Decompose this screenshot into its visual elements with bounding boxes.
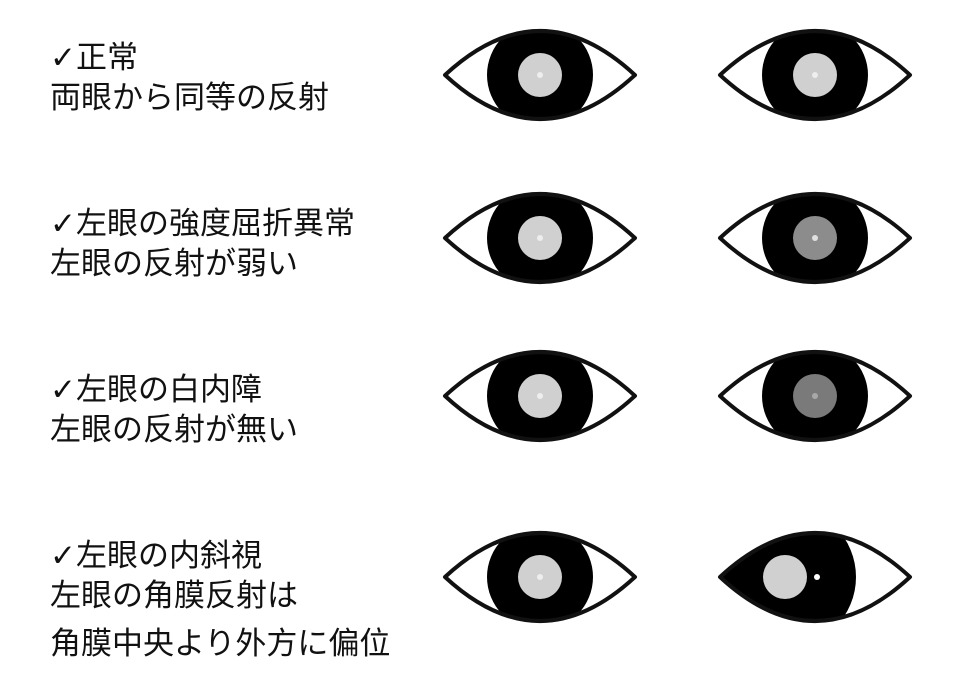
pupil-reflex	[763, 555, 807, 599]
caption-normal-desc: 両眼から同等の反射	[50, 80, 329, 116]
corneal-light-reflex	[537, 72, 543, 78]
eyelid-outline	[718, 350, 912, 442]
eye-left-row-4	[443, 531, 637, 623]
corneal-light-reflex	[812, 72, 818, 78]
caption-esotropia-title: ✓左眼の内斜視	[50, 538, 262, 574]
eye-left-row-3	[443, 350, 637, 442]
caption-normal-title: ✓正常	[50, 40, 138, 76]
eyelid-outline	[443, 531, 637, 623]
eyelid-outline	[443, 192, 637, 284]
corneal-light-reflex	[814, 574, 820, 580]
caption-refractive-error: ✓左眼の強度屈折異常 左眼の反射が弱い	[50, 204, 355, 284]
eye-left-row-1	[443, 29, 637, 121]
eye-left-row-2	[443, 192, 637, 284]
caption-cataract-desc: 左眼の反射が無い	[50, 412, 298, 448]
caption-cataract: ✓左眼の白内障 左眼の反射が無い	[50, 370, 298, 450]
corneal-light-reflex	[812, 235, 818, 241]
caption-normal: ✓正常 両眼から同等の反射	[50, 38, 329, 118]
eyelid-outline	[718, 531, 912, 623]
corneal-light-reflex	[812, 393, 818, 399]
eyelid-outline	[443, 350, 637, 442]
eye-right-row-3	[718, 350, 912, 442]
caption-refractive-error-desc: 左眼の反射が弱い	[50, 246, 298, 282]
eyelid-outline	[718, 29, 912, 121]
eyelid-outline	[443, 29, 637, 121]
caption-esotropia-desc2: 角膜中央より外方に偏位	[50, 626, 391, 662]
eye-right-row-4	[718, 531, 912, 623]
caption-cataract-title: ✓左眼の白内障	[50, 372, 262, 408]
caption-esotropia: ✓左眼の内斜視 左眼の角膜反射は 角膜中央より外方に偏位	[50, 536, 390, 664]
caption-refractive-error-title: ✓左眼の強度屈折異常	[50, 206, 355, 242]
corneal-light-reflex	[537, 235, 543, 241]
eyelid-outline	[718, 192, 912, 284]
corneal-light-reflex	[537, 574, 543, 580]
corneal-light-reflex	[537, 393, 543, 399]
caption-esotropia-desc1: 左眼の角膜反射は	[50, 578, 298, 614]
eye-right-row-2	[718, 192, 912, 284]
eye-right-row-1	[718, 29, 912, 121]
